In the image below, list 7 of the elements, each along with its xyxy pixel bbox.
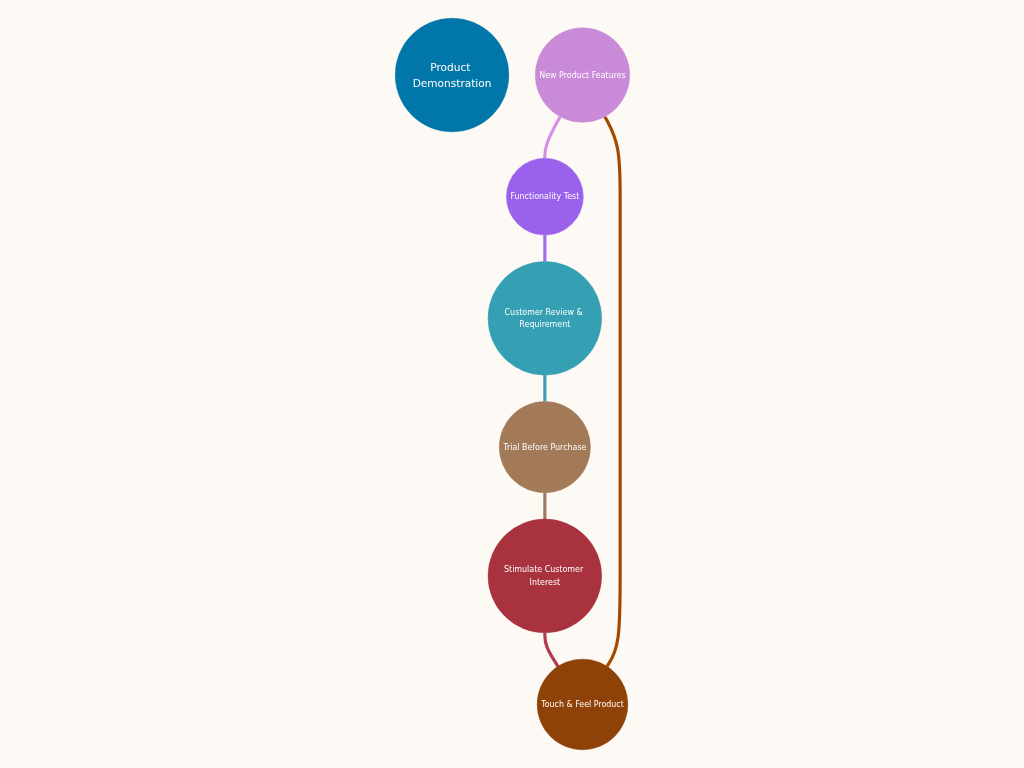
connector [542, 115, 562, 159]
connector [542, 235, 546, 262]
connector [542, 492, 546, 520]
connector [603, 115, 622, 668]
node-circle: Product Demonstration [394, 17, 509, 133]
connector [542, 375, 546, 402]
connector [542, 632, 559, 668]
